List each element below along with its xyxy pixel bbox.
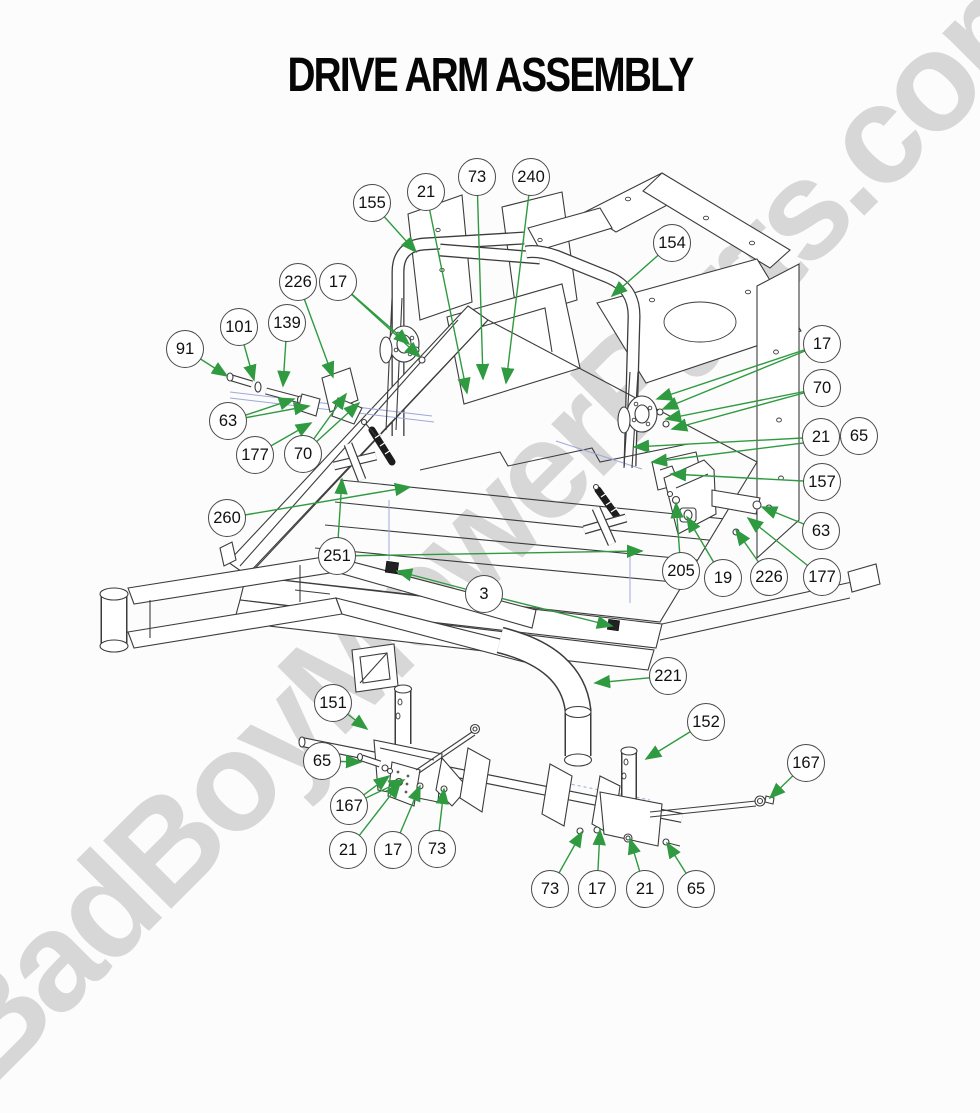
callout-balloon-154: 154 [653, 224, 691, 262]
callout-balloon-177: 177 [236, 436, 274, 474]
callout-balloon-21: 21 [329, 831, 367, 869]
callout-balloon-21: 21 [626, 870, 664, 908]
leader-line-21 [632, 436, 822, 453]
callout-balloon-63: 63 [209, 402, 247, 440]
callout-balloon-73: 73 [418, 830, 456, 868]
leader-line-251 [336, 544, 644, 558]
callout-balloon-73: 73 [458, 158, 496, 196]
callout-balloon-70: 70 [284, 435, 322, 473]
leader-line-70 [664, 387, 823, 423]
parts-diagram [99, 172, 881, 890]
callout-balloon-19: 19 [704, 559, 742, 597]
callout-balloon-17: 17 [803, 325, 841, 363]
callout-balloon-17: 17 [578, 870, 616, 908]
callout-balloon-65: 65 [840, 417, 878, 455]
leader-line-70 [670, 387, 823, 432]
callout-balloon-251: 251 [318, 537, 356, 575]
callout-balloon-152: 152 [687, 703, 725, 741]
callout-balloon-65: 65 [677, 870, 715, 908]
callout-balloon-17: 17 [374, 831, 412, 869]
callout-balloon-177: 177 [803, 558, 841, 596]
callout-balloon-139: 139 [268, 304, 306, 342]
callout-balloon-21: 21 [802, 418, 840, 456]
leader-line-157 [669, 468, 823, 483]
callout-balloon-91: 91 [166, 330, 204, 368]
callout-balloon-17: 17 [319, 263, 357, 301]
leader-line-17 [661, 343, 823, 410]
callout-balloon-155: 155 [353, 184, 391, 222]
right-drive-arm [582, 371, 773, 546]
left-drive-arm [226, 297, 426, 482]
callout-balloon-157: 157 [803, 463, 841, 501]
callout-balloon-260: 260 [208, 499, 246, 537]
leader-line-21 [425, 191, 471, 395]
callout-balloon-226: 226 [750, 558, 788, 596]
front-bumper [99, 555, 593, 767]
leader-line-240 [501, 176, 532, 385]
callout-balloon-101: 101 [220, 308, 258, 346]
callout-balloon-221: 221 [649, 657, 687, 695]
callout-balloon-226: 226 [279, 263, 317, 301]
leader-line-17 [655, 343, 823, 401]
callout-balloon-167: 167 [330, 787, 368, 825]
callout-balloon-70: 70 [803, 369, 841, 407]
callout-balloon-151: 151 [314, 684, 352, 722]
callout-balloon-3: 3 [465, 575, 503, 613]
callout-balloon-167: 167 [787, 744, 825, 782]
callout-balloon-240: 240 [512, 158, 550, 196]
callout-balloon-65: 65 [303, 742, 341, 780]
callout-balloon-73: 73 [531, 870, 569, 908]
leader-line-260 [226, 482, 412, 519]
callout-balloon-63: 63 [802, 512, 840, 550]
leader-line-3 [483, 593, 614, 629]
callout-balloon-21: 21 [407, 173, 445, 211]
callout-balloon-205: 205 [662, 552, 700, 590]
page-title: DRIVE ARM ASSEMBLY [287, 48, 694, 102]
leader-line-73 [475, 176, 490, 381]
